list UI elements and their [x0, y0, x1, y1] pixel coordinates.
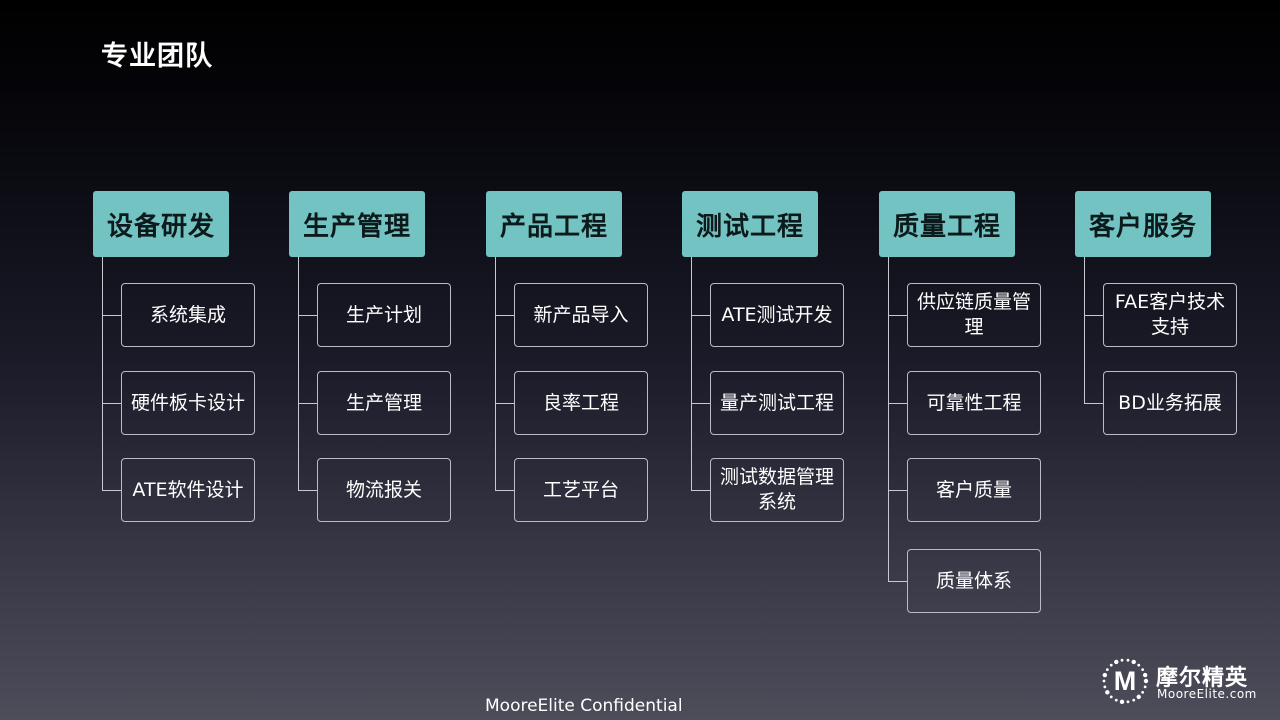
connector-horizontal-line [1084, 315, 1103, 316]
department-column: 产品工程新产品导入良率工程工艺平台 [486, 191, 651, 621]
connector-horizontal-line [888, 403, 907, 404]
sub-team-box: 硬件板卡设计 [121, 371, 255, 435]
department-header: 设备研发 [93, 191, 229, 257]
logo-ring-dot [1102, 679, 1106, 683]
sub-team-box: 物流报关 [317, 458, 451, 522]
department-column: 设备研发系统集成硬件板卡设计 ATE软件设计 [93, 191, 258, 621]
connector-vertical-line [102, 257, 103, 490]
sub-team-box: 客户质量 [907, 458, 1041, 522]
sub-team-box: 工艺平台 [514, 458, 648, 522]
logo-letter: M [1114, 666, 1137, 696]
sub-team-box: 生产计划 [317, 283, 451, 347]
logo-ring-dot [1141, 690, 1145, 694]
logo-ring-dot [1126, 700, 1130, 704]
company-logo: M 摩尔精英 MooreElite.com [1100, 656, 1270, 708]
connector-horizontal-line [298, 315, 317, 316]
confidential-footer: MooreElite Confidential [485, 696, 683, 716]
sub-team-box: 良率工程 [514, 371, 648, 435]
logo-ring-dot [1119, 699, 1125, 704]
logo-website: MooreElite.com [1157, 687, 1257, 701]
connector-horizontal-line [102, 315, 121, 316]
sub-team-box: FAE客户技术支持 [1103, 283, 1237, 347]
logo-ring-dot [1109, 695, 1113, 699]
sub-team-box: 系统集成 [121, 283, 255, 347]
sub-team-box: 供应链质量管理 [907, 283, 1041, 347]
department-header: 客户服务 [1075, 191, 1211, 257]
sub-team-box: ATE软件设计 [121, 458, 255, 522]
connector-horizontal-line [102, 403, 121, 404]
department-column: 生产管理生产计划生产管理物流报关 [289, 191, 454, 621]
logo-ring-dot [1103, 685, 1107, 689]
sub-team-box: ATE测试开发 [710, 283, 844, 347]
logo-ring-dot [1114, 698, 1118, 702]
logo-ring-dot [1120, 658, 1124, 662]
logo-ring-dot [1131, 659, 1136, 665]
department-column: 客户服务 FAE客户技术支持 BD业务拓展 [1075, 191, 1240, 621]
logo-ring-dot [1109, 663, 1113, 667]
logo-ring-dot [1136, 694, 1141, 700]
connector-vertical-line [691, 257, 692, 490]
connector-horizontal-line [495, 315, 514, 316]
connector-vertical-line [888, 257, 889, 581]
connector-horizontal-line [495, 490, 514, 491]
connector-horizontal-line [1084, 403, 1103, 404]
connector-horizontal-line [298, 490, 317, 491]
connector-vertical-line [495, 257, 496, 490]
department-column: 测试工程 ATE测试开发量产测试工程测试数据管理系统 [682, 191, 847, 621]
logo-ring-dot [1137, 663, 1141, 667]
sub-team-box: 新产品导入 [514, 283, 648, 347]
department-header: 生产管理 [289, 191, 425, 257]
sub-team-box: 质量体系 [907, 549, 1041, 613]
department-header: 质量工程 [879, 191, 1015, 257]
connector-horizontal-line [888, 490, 907, 491]
connector-horizontal-line [102, 490, 121, 491]
logo-ring-dot [1114, 659, 1119, 665]
connector-horizontal-line [691, 315, 710, 316]
sub-team-box: 量产测试工程 [710, 371, 844, 435]
connector-vertical-line [298, 257, 299, 490]
logo-ring-dot [1132, 698, 1136, 702]
moore-elite-logo-icon: M [1102, 658, 1149, 704]
logo-ring-dot [1143, 678, 1149, 684]
logo-ring-dot [1141, 668, 1145, 672]
logo-ring-dot [1102, 672, 1108, 678]
connector-vertical-line [1084, 257, 1085, 403]
connector-horizontal-line [495, 403, 514, 404]
logo-ring-dot [1126, 658, 1130, 662]
connector-horizontal-line [298, 403, 317, 404]
department-header: 产品工程 [486, 191, 622, 257]
connector-horizontal-line [888, 581, 907, 582]
department-header: 测试工程 [682, 191, 818, 257]
sub-team-box: BD业务拓展 [1103, 371, 1237, 435]
connector-horizontal-line [691, 403, 710, 404]
sub-team-box: 测试数据管理系统 [710, 458, 844, 522]
connector-horizontal-line [888, 315, 907, 316]
logo-ring-dot [1142, 672, 1148, 678]
sub-team-box: 生产管理 [317, 371, 451, 435]
logo-ring-dot [1143, 685, 1147, 689]
logo-chinese-name: 摩尔精英 [1156, 666, 1249, 691]
connector-horizontal-line [691, 490, 710, 491]
logo-ring-dot [1105, 668, 1109, 672]
page-title: 专业团队 [101, 41, 213, 72]
department-column: 质量工程供应链质量管理可靠性工程客户质量质量体系 [879, 191, 1044, 621]
sub-team-box: 可靠性工程 [907, 371, 1041, 435]
logo-ring-dot [1105, 690, 1110, 695]
